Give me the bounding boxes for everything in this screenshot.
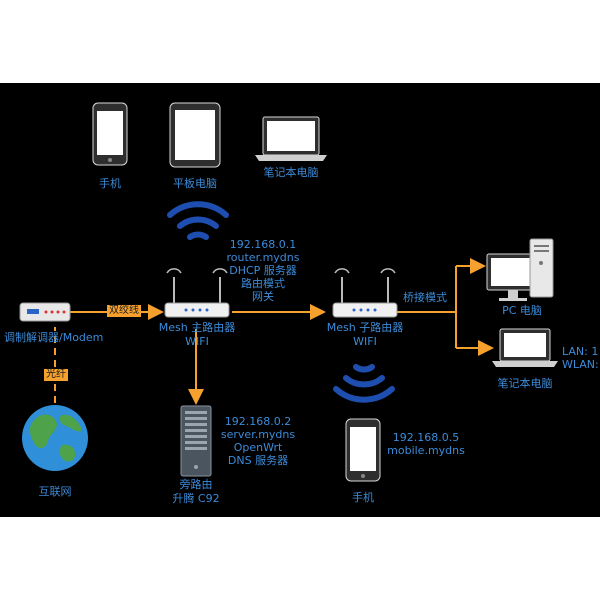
phone-bottom-label: 手机: [352, 491, 374, 504]
side-router-dns: DNS 服务器: [227, 454, 289, 467]
network-diagram: 手机 平板电脑 笔记本电脑 调制解调器/Modem 互联网 Mesh 主路由器 …: [0, 83, 600, 517]
fiber-tag: 光纤: [44, 369, 68, 381]
main-router-gateway: 网关: [252, 290, 274, 303]
side-router-host: server.mydns: [220, 428, 296, 441]
side-router-ip: 192.168.0.2: [224, 415, 292, 428]
mobile-ip: 192.168.0.5: [392, 431, 460, 444]
main-router-info: 192.168.0.1 router.mydns DHCP 服务器 路由模式 网…: [222, 238, 304, 303]
wifi-bottom-icon: [333, 364, 395, 403]
side-router-name: 旁路由: [179, 478, 213, 491]
modem-label: 调制解调器/Modem: [4, 331, 104, 344]
sub-router-wifi: WIFI: [353, 335, 377, 348]
pc-icon: [486, 238, 554, 301]
wifi-top-icon: [167, 201, 229, 240]
diagram-graphics: [19, 102, 558, 482]
main-router-wifi: WIFI: [185, 335, 209, 348]
phone-top-label: 手机: [99, 177, 121, 190]
laptop-top-icon: [255, 116, 327, 161]
sub-router-name: Mesh 子路由器: [326, 321, 404, 334]
modem-icon: [19, 302, 71, 322]
globe-icon: [22, 405, 88, 471]
main-router-name: Mesh 主路由器: [158, 321, 236, 334]
pc-label: PC 电脑: [502, 304, 542, 317]
side-router-icon: [180, 405, 212, 477]
laptop-right-label: 笔记本电脑: [497, 377, 553, 390]
bridge-mode-label: 桥接模式: [403, 291, 447, 304]
connections: [54, 258, 494, 405]
laptop-top-label: 笔记本电脑: [263, 166, 319, 179]
laptop-right-info: LAN: 1 WLAN:: [562, 345, 599, 371]
laptop-right-lan: LAN: 1: [562, 345, 599, 358]
tablet-label: 平板电脑: [173, 177, 217, 190]
main-router-host: router.mydns: [226, 251, 300, 264]
tablet-icon: [169, 102, 221, 168]
internet-label: 互联网: [38, 485, 72, 498]
phone-top-icon: [92, 102, 128, 166]
laptop-right-icon: [492, 328, 558, 367]
mobile-info: 192.168.0.5 mobile.mydns: [384, 431, 468, 457]
side-router-os: OpenWrt: [233, 441, 283, 454]
phone-bottom-icon: [345, 418, 381, 482]
main-router-dhcp: DHCP 服务器: [229, 264, 297, 277]
twisted-pair-tag: 双绞线: [107, 305, 141, 317]
side-router-info: 192.168.0.2 server.mydns OpenWrt DNS 服务器: [218, 415, 298, 467]
mobile-host: mobile.mydns: [387, 444, 465, 457]
main-router-mode: 路由模式: [241, 277, 285, 290]
side-router-model: 升腾 C92: [172, 492, 220, 505]
sub-router-icon: [332, 268, 398, 318]
main-router-ip: 192.168.0.1: [229, 238, 297, 251]
main-router-icon: [164, 268, 230, 318]
laptop-right-wlan: WLAN:: [562, 358, 599, 371]
